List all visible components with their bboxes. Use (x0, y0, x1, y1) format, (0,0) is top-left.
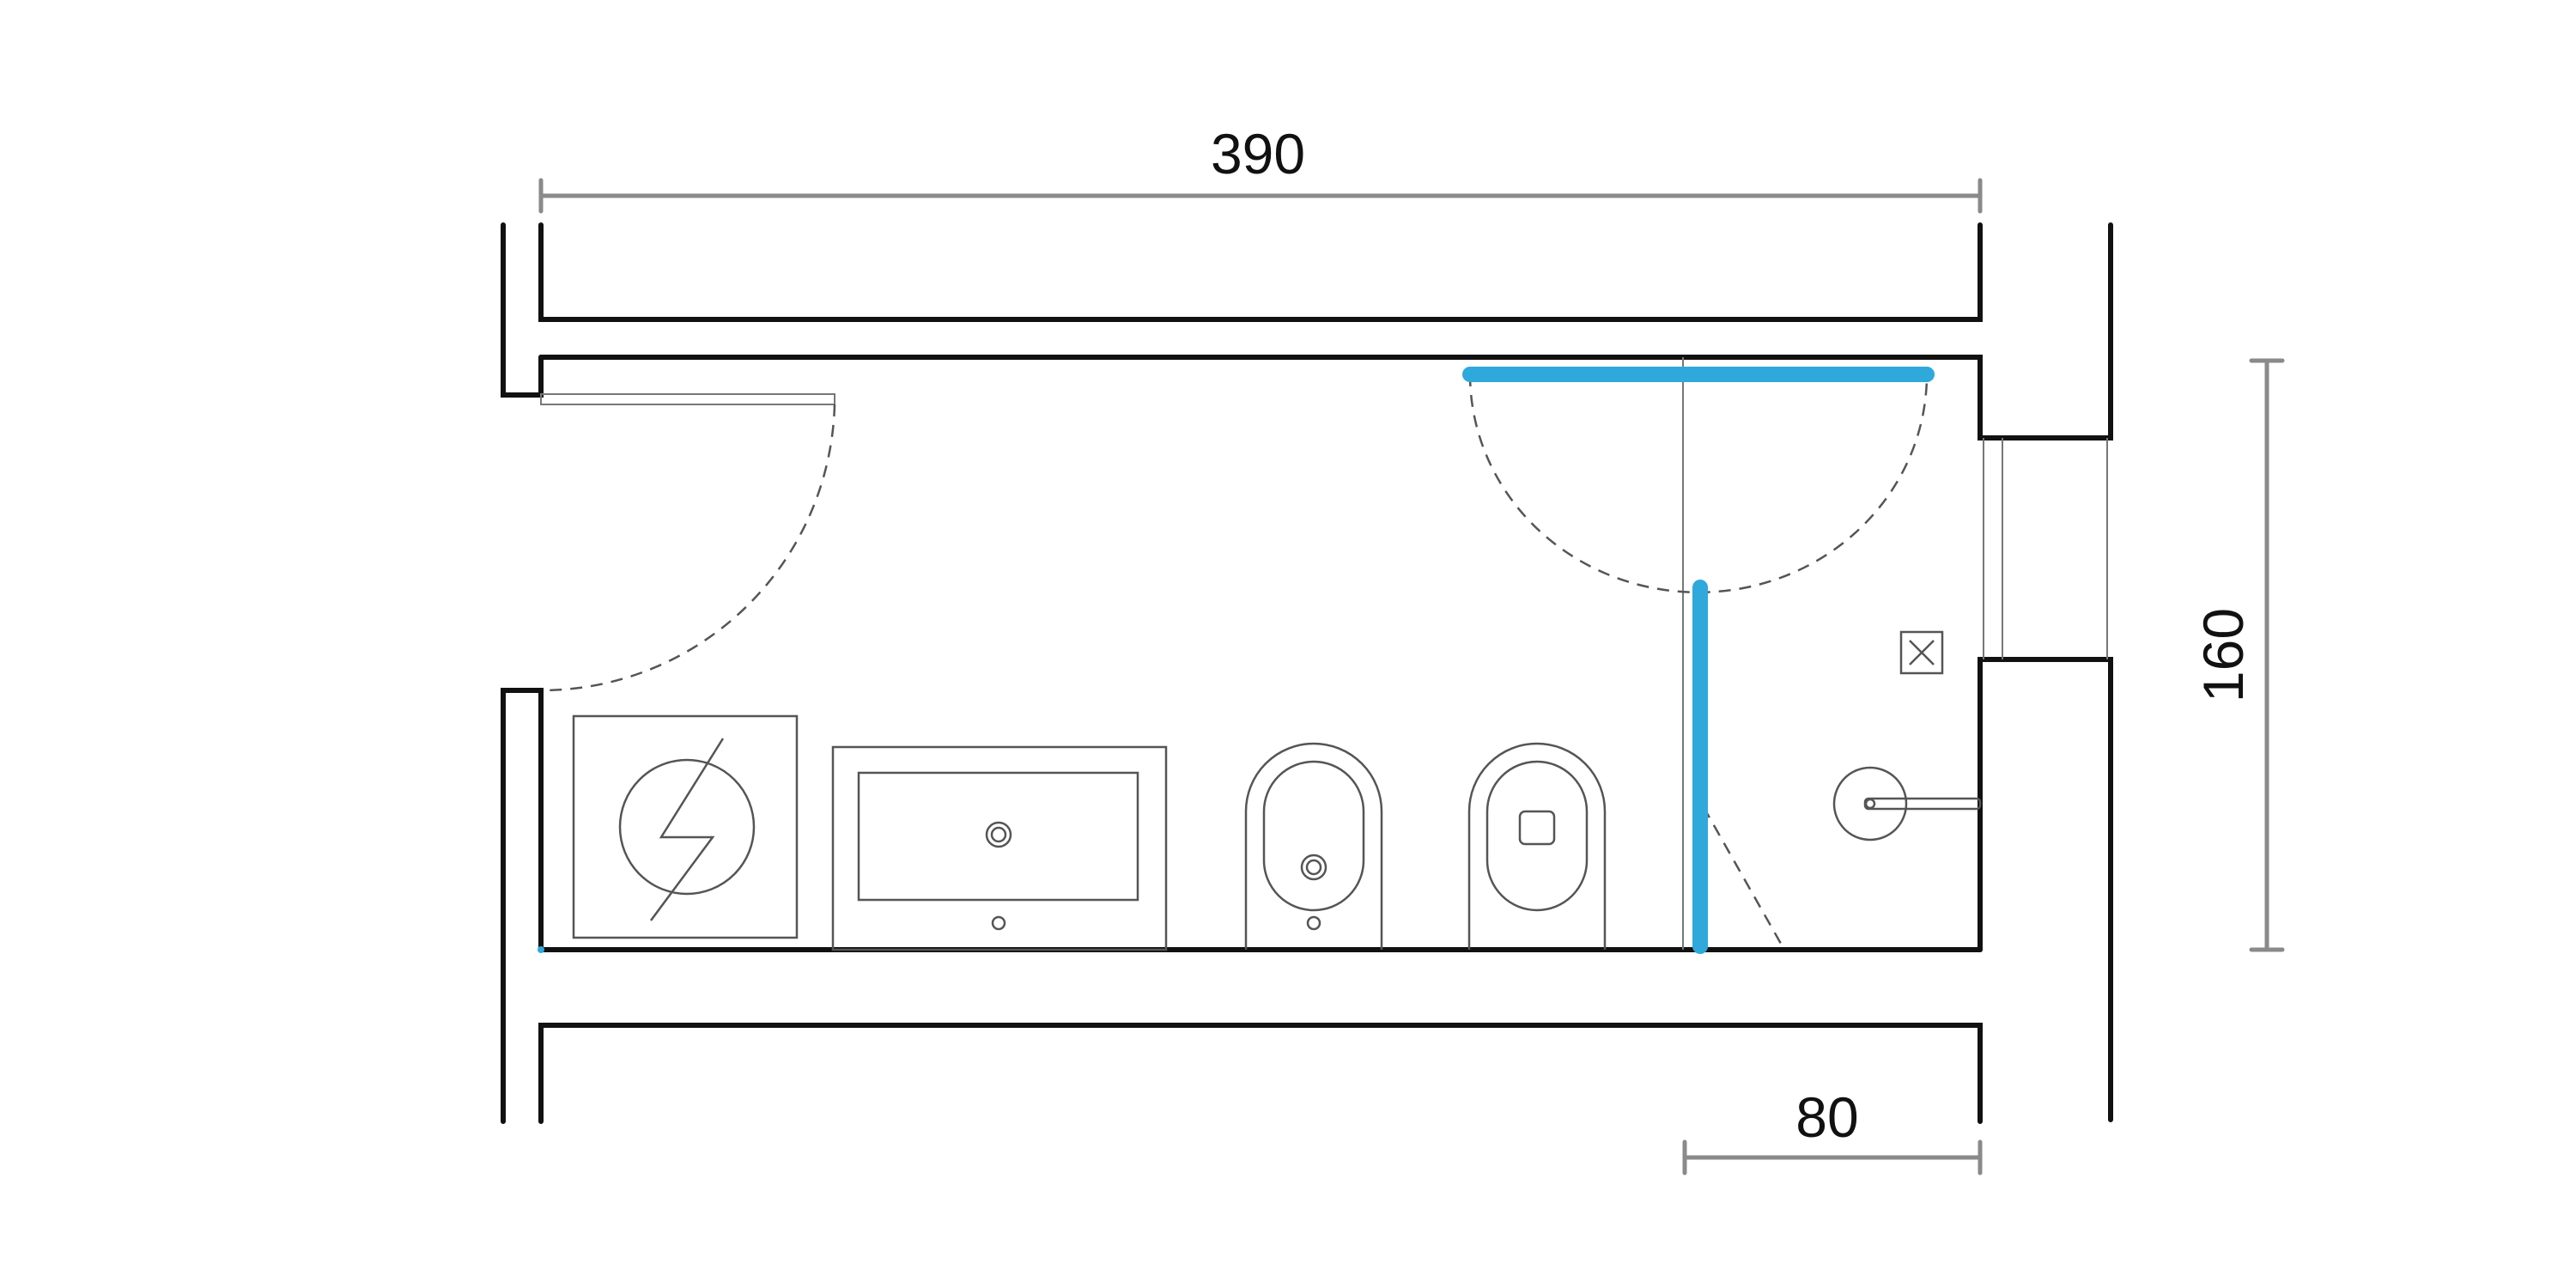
washing-machine-icon (572, 714, 799, 939)
door-leaf (540, 393, 835, 405)
sink-cabinet (831, 745, 1168, 951)
shower-drain-icon (1899, 630, 1944, 675)
walls (501, 222, 2113, 1124)
shower-head-icon (1832, 766, 1982, 841)
shower-width-label: 80 (1795, 1085, 1858, 1149)
wall-top-outer (538, 222, 1983, 322)
door-swing-arc (542, 404, 836, 692)
toilet-drain (1518, 810, 1556, 846)
sink-icon (831, 745, 1168, 951)
wall-left-upper (501, 222, 544, 398)
width-dimension: 390 (538, 122, 1983, 214)
entrance-door (540, 393, 836, 692)
shower-width-dimension: 80 (1682, 1085, 1983, 1176)
lightning-symbol (649, 738, 725, 921)
toilet-bowl (1485, 760, 1589, 912)
sink-drain-outer (985, 821, 1012, 848)
shower-head-circle (1832, 766, 1908, 841)
height-label: 160 (2191, 608, 2255, 702)
shower-drain-cross (1909, 640, 1935, 665)
wall-bottom-outer (538, 1023, 1983, 1124)
wall-room-top (538, 222, 2113, 440)
height-dimension: 160 (2191, 358, 2285, 952)
bidet-drain-outer (1300, 854, 1327, 881)
window (1983, 438, 2108, 659)
bidet-drain-inner (1305, 859, 1322, 876)
washing-machine-drum (618, 758, 756, 896)
bidet-bowl (1262, 760, 1365, 912)
shower-area (1462, 357, 1982, 954)
wall-left-lower (501, 688, 544, 1124)
bidet-icon (1244, 742, 1383, 950)
bidet-tap (1306, 915, 1321, 931)
width-label: 390 (1211, 122, 1305, 185)
sink-drain-inner (990, 826, 1007, 843)
toilet-icon (1467, 742, 1607, 950)
toilet-outer (1467, 742, 1607, 950)
sink-tap (991, 915, 1006, 931)
washing-machine-body (572, 714, 799, 939)
shower-panel-swing (1702, 806, 1786, 951)
shower-head-nozzle (1864, 798, 1876, 810)
sink-basin (857, 771, 1139, 902)
corner-marker (538, 946, 544, 953)
shower-drain-box (1899, 630, 1944, 675)
shower-head-arm (1863, 797, 1982, 811)
bidet-outer (1244, 742, 1383, 950)
wall-right-lower (1978, 657, 2113, 1122)
shower-door-swing-arc (1468, 374, 1929, 594)
